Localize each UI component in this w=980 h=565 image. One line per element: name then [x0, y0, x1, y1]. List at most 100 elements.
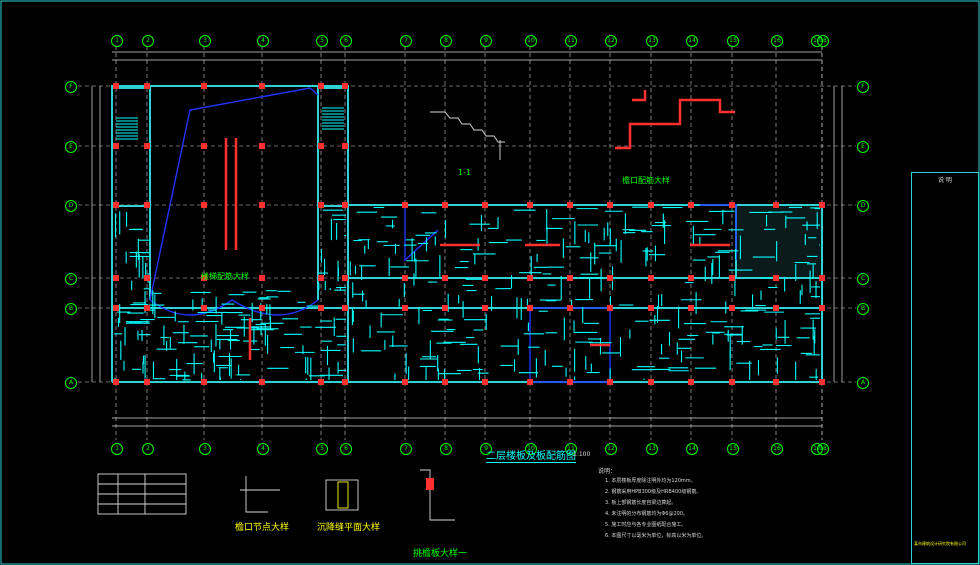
column: [201, 83, 207, 89]
axis-bubble: D: [65, 200, 77, 212]
column: [607, 275, 613, 281]
column: [729, 379, 735, 385]
axis-bubble: 9: [480, 35, 492, 47]
column: [201, 379, 207, 385]
column: [342, 305, 348, 311]
column: [113, 143, 119, 149]
column: [482, 202, 488, 208]
column: [688, 275, 694, 281]
axis-bubble: 10: [525, 443, 537, 455]
axis-bubble: 11: [565, 35, 577, 47]
detail-1-label: 檐口节点大样: [235, 523, 290, 533]
axis-bubble: 4: [257, 35, 269, 47]
axis-bubble: 6: [340, 35, 352, 47]
column: [567, 202, 573, 208]
column: [527, 275, 533, 281]
axis-bubble: 1: [111, 35, 123, 47]
column: [402, 275, 408, 281]
axis-bubble: D: [857, 200, 869, 212]
column: [318, 83, 324, 89]
axis-bubble: 8: [440, 35, 452, 47]
column: [144, 275, 150, 281]
axis-bubble: 9: [480, 443, 492, 455]
column: [144, 83, 150, 89]
column: [318, 305, 324, 311]
detail-3-label: 挑檐板大样一: [413, 549, 468, 559]
column: [144, 143, 150, 149]
column: [259, 305, 265, 311]
column: [773, 379, 779, 385]
column: [342, 379, 348, 385]
axis-bubble: 14: [686, 35, 698, 47]
column: [688, 202, 694, 208]
axis-bubble: 4: [257, 443, 269, 455]
column: [342, 275, 348, 281]
note-line: 1. 本层楼板厚度除注明外均为120mm。: [605, 478, 696, 484]
axis-bubble: 15: [727, 35, 739, 47]
column: [607, 202, 613, 208]
axis-bubble: B: [857, 303, 869, 315]
axis-bubble: 13: [646, 35, 658, 47]
column: [259, 202, 265, 208]
column: [567, 305, 573, 311]
note-line: 6. 本图尺寸以毫米为单位，标高以米为单位。: [605, 533, 707, 539]
note-line: 2. 钢筋采用HPB300级及HRB400级钢筋。: [605, 489, 702, 495]
axis-bubble: E: [857, 141, 869, 153]
column: [113, 305, 119, 311]
axis-bubble: 7: [400, 35, 412, 47]
column: [442, 379, 448, 385]
column: [318, 379, 324, 385]
column: [648, 275, 654, 281]
column: [773, 305, 779, 311]
column: [442, 275, 448, 281]
column: [442, 202, 448, 208]
column: [482, 305, 488, 311]
column: [342, 83, 348, 89]
axis-bubble: F: [857, 81, 869, 93]
stair-detail-label: 楼梯配筋大样: [201, 272, 249, 281]
column: [259, 83, 265, 89]
axis-bubble: F: [65, 81, 77, 93]
axis-bubble: A: [857, 377, 869, 389]
axis-bubble: 12: [605, 35, 617, 47]
column: [773, 275, 779, 281]
drawing-title: 二层楼板及板配筋图: [486, 447, 576, 463]
detail-2-label: 沉降缝平面大样: [317, 523, 381, 533]
column: [607, 379, 613, 385]
section-label: 1-1: [458, 168, 472, 177]
column: [773, 202, 779, 208]
column: [688, 305, 694, 311]
section-1-1: [430, 111, 505, 160]
axis-bubble: 10: [525, 35, 537, 47]
axis-bubble: 18: [817, 443, 829, 455]
axis-bubble: 13: [646, 443, 658, 455]
note-line: 3. 板上部钢筋长度自梁边算起。: [605, 500, 677, 506]
axis-bubble: 14: [686, 443, 698, 455]
columns: [113, 83, 825, 385]
column: [318, 202, 324, 208]
axis-bubble: 6: [340, 443, 352, 455]
column: [201, 305, 207, 311]
axis-bubble: 16: [771, 35, 783, 47]
column: [259, 275, 265, 281]
axis-bubble: 15: [727, 443, 739, 455]
axis-bubble: B: [65, 303, 77, 315]
axis-bubble: 3: [199, 443, 211, 455]
column: [402, 305, 408, 311]
lower-details: [97, 469, 455, 521]
notes-list: 1. 本层楼板厚度除注明外均为120mm。 2. 钢筋采用HPB300级及HRB4…: [605, 476, 835, 542]
axis-bubble: 2: [142, 443, 154, 455]
company-name: 某市建筑设计研究院有限公司: [914, 541, 966, 546]
column: [819, 379, 825, 385]
column: [318, 143, 324, 149]
column: [648, 202, 654, 208]
axis-bubble: 7: [400, 443, 412, 455]
column: [113, 275, 119, 281]
axis-bubble: 1: [111, 443, 123, 455]
axis-bubble: 3: [199, 35, 211, 47]
notes-heading: 说明：: [598, 468, 617, 475]
column: [442, 305, 448, 311]
column: [482, 275, 488, 281]
axis-bubble: A: [65, 377, 77, 389]
